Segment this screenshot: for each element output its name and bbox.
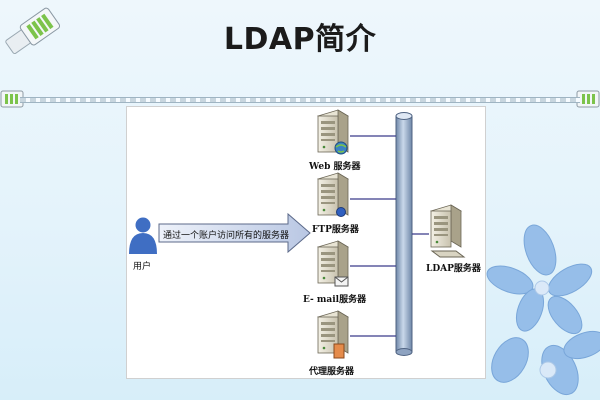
network-backbone-pipe (395, 112, 413, 356)
email-server-icon (317, 240, 349, 287)
arrow-label: 通过一个账户访问所有的服务器 (163, 231, 290, 241)
proxy-server-label: 代理服务器 (309, 367, 355, 377)
blue-flower-decoration (486, 224, 600, 396)
email-server-label: E- mail服务器 (303, 295, 367, 305)
connection-lines (350, 135, 429, 337)
network-cable-plug-icon (5, 7, 61, 55)
access-arrow (158, 212, 311, 254)
network-cable-plug-right-icon (576, 90, 600, 108)
ldap-architecture-diagram (129, 109, 466, 359)
decorative-cable-divider (20, 97, 580, 103)
web-server-label: Web 服务器 (309, 162, 361, 172)
proxy-server-icon (317, 310, 349, 359)
ftp-server-icon (317, 172, 349, 217)
ldap-server-icon (430, 204, 466, 258)
ldap-server-label: LDAP服务器 (426, 264, 481, 274)
user-icon (129, 217, 157, 254)
ftp-server-label: FTP服务器 (312, 225, 359, 235)
web-server-icon (317, 109, 349, 155)
page-title: LDAP简介 (223, 22, 377, 57)
network-cable-plug-left-icon (0, 90, 24, 108)
user-label: 用户 (133, 262, 152, 272)
